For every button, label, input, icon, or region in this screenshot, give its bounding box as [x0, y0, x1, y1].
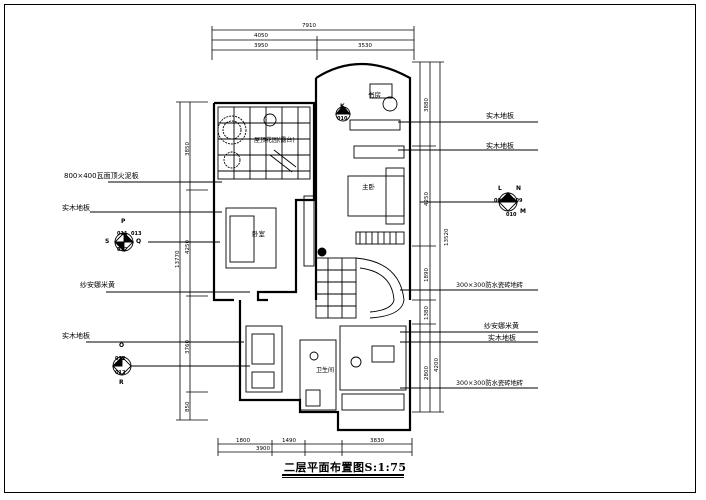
callout-left-2: 实木地板: [62, 204, 90, 212]
marker-m-code: 010: [506, 212, 517, 218]
dim-left-1: 3850: [185, 142, 191, 156]
callout-left-1: 800×400瓦面顶火泥板: [64, 172, 139, 180]
room-roof-garden: 屋顶花园(露台): [254, 137, 295, 144]
marker-o-code: 012: [115, 356, 126, 362]
marker-p-letter: P: [121, 218, 126, 225]
dim-right-1: 3880: [424, 98, 430, 112]
drawing-frame: [4, 4, 696, 493]
dim-bottom-3: 3830: [370, 438, 384, 444]
marker-r-letter: R: [119, 379, 124, 386]
marker-s-letter: S: [105, 238, 110, 245]
dim-bottom-2: 1490: [282, 438, 296, 444]
dim-right-3: 1890: [424, 268, 430, 282]
dim-top-total: 7910: [302, 23, 316, 29]
marker-o-letter: O: [119, 342, 125, 349]
dim-right-5: 4200: [434, 358, 440, 372]
marker-m-letter: M: [520, 208, 526, 215]
dim-left-3: 3760: [185, 340, 191, 354]
callout-right-3: 300×300防水瓷砖地砖: [456, 282, 524, 289]
dim-right-total: 13520: [444, 228, 450, 247]
callout-right-2: 实木地板: [486, 142, 514, 150]
room-bathroom: 卫生间: [316, 367, 335, 374]
callout-right-5: 实木地板: [488, 334, 516, 342]
dim-right-4: 1380: [424, 306, 430, 320]
callout-left-4: 实木地板: [62, 332, 90, 340]
room-study: 书房: [368, 91, 381, 99]
marker-q-code: 013: [131, 231, 142, 237]
marker-n-letter: N: [516, 185, 522, 192]
dim-top-left: 4050: [254, 33, 268, 39]
callout-right-6: 300×300防水瓷砖地砖: [456, 380, 524, 387]
dim-top-right: 3530: [358, 43, 372, 49]
title-underline: [282, 474, 404, 476]
dim-left-total: 13770: [175, 250, 181, 269]
dim-left-2: 4250: [185, 240, 191, 254]
marker-l-code: 009: [494, 198, 505, 204]
dim-top-left-inner: 3950: [254, 43, 268, 49]
marker-n-code: 009: [512, 198, 523, 204]
dim-bottom-1: 1800: [236, 438, 250, 444]
marker-p-code: 011: [117, 231, 128, 237]
drawing-title: 二层平面布置图S:1:75: [284, 461, 407, 474]
marker-q-letter: Q: [136, 238, 142, 245]
title-underline-thin: [282, 477, 404, 478]
marker-k-letter: K: [340, 103, 345, 110]
marker-l-letter: L: [498, 185, 502, 192]
dim-bottom-total: 3900: [256, 446, 270, 452]
marker-r-code: 012: [115, 370, 126, 376]
dim-right-2: 4250: [424, 192, 430, 206]
marker-s-code: 012: [117, 247, 128, 253]
room-master-bedroom: 主卧: [362, 183, 375, 191]
callout-right-4: 纱安娜米黄: [484, 322, 519, 330]
dim-right-6: 2800: [424, 366, 430, 380]
room-bedroom: 卧室: [252, 230, 265, 238]
callout-left-3: 纱安娜米黄: [80, 281, 115, 289]
marker-k-code: 010: [337, 116, 348, 122]
callout-right-1: 实木地板: [486, 112, 514, 120]
dim-left-4: 850: [185, 401, 191, 413]
